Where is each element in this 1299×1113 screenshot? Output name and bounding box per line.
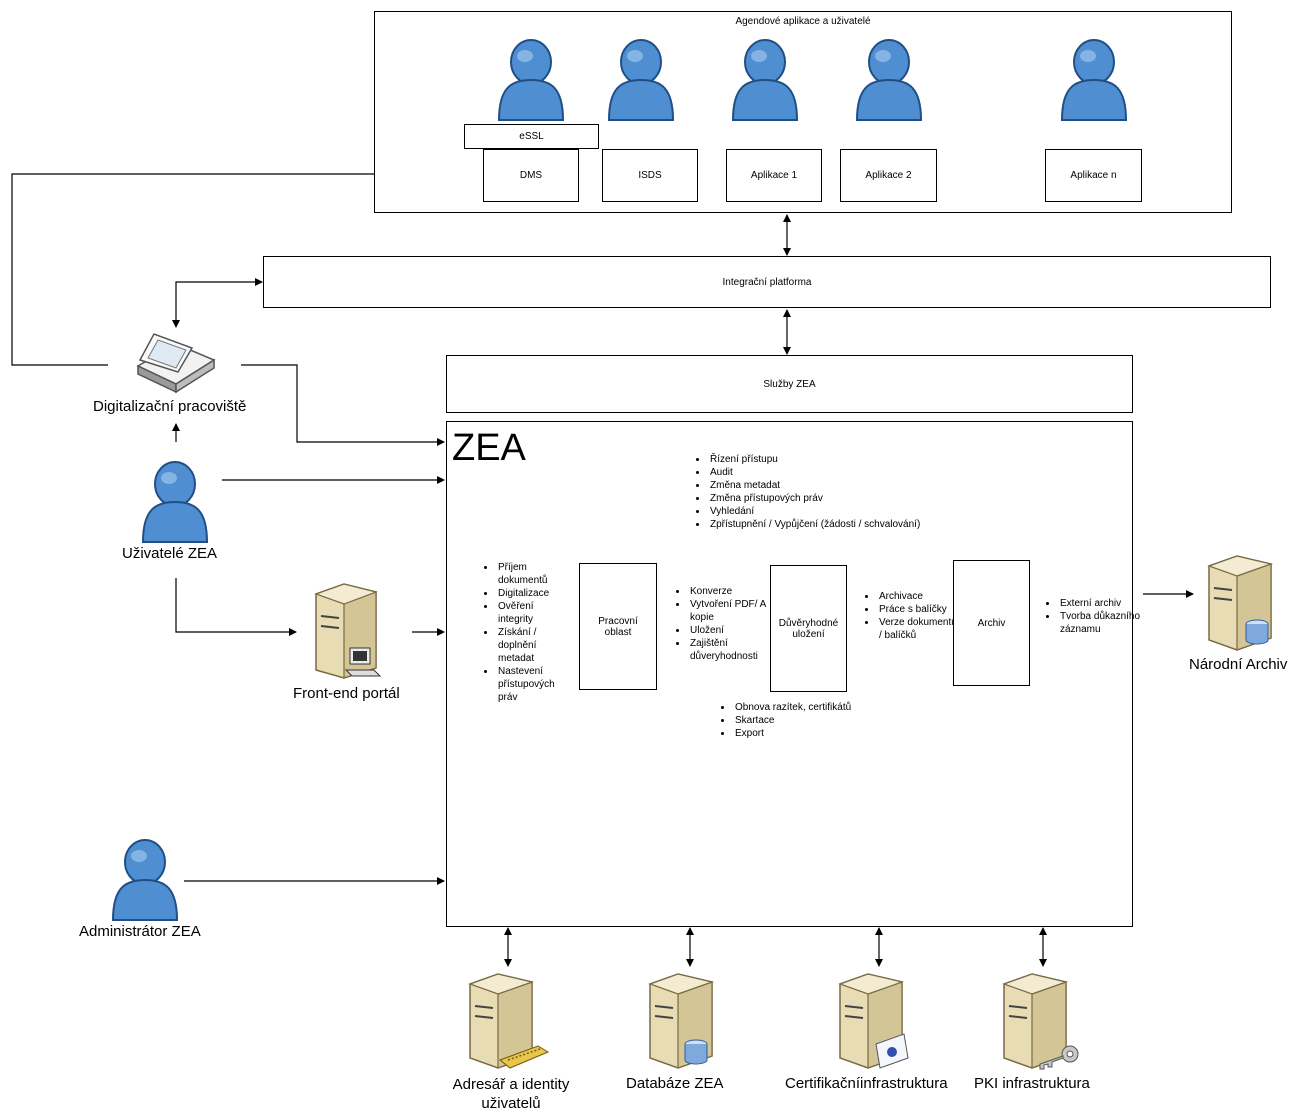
bullet-item: Externí archiv [1058,597,1150,610]
zea-services-label: Služby ZEA [763,378,816,390]
infra-label-directory: Adresář a identity uživatelů [452,1076,570,1112]
zea-maintenance-bullets: Obnova razítek, certifikátůSkartaceExpor… [711,701,851,740]
infra-label-certification: Certifikačníinfrastruktura [785,1075,948,1092]
bullet-item: Verze dokumentů / balíčků [877,616,957,642]
server-computer-icon [314,583,382,679]
bullet-item: Zpřístupnění / Vypůjčení (žádosti / schv… [708,518,920,531]
integration-platform-label: Integrační platforma [722,276,812,288]
person-icon [111,839,179,921]
essl-label: eSSL [519,131,544,142]
zea-services-box[interactable]: Služby ZEA [446,355,1133,413]
bullet-item: Vyhledání [708,505,920,518]
scanner-zea-connector [241,364,445,446]
person-icon [855,39,923,121]
essl-box[interactable]: eSSL [464,124,599,149]
bullet-item: Obnova razítek, certifikátů [733,701,851,714]
archive-box[interactable]: Archiv [953,560,1030,686]
bullet-item: Konverze [688,585,768,598]
digitization-workstation-label: Digitalizační pracoviště [93,398,247,415]
app-box-aplikace-2[interactable]: Aplikace 2 [840,149,937,202]
integration-platform-box[interactable]: Integrační platforma [263,256,1271,308]
app-box-dms[interactable]: DMS [483,149,579,202]
zea-access-bullets: Řízení přístupuAuditZměna metadatZměna p… [686,453,920,531]
bullet-item: Skartace [733,714,851,727]
trusted-storage-box[interactable]: Důvěryhodné uložení [770,565,847,692]
bullet-item: Zajištění důveryhodnosti [688,637,768,663]
bullet-item: Uložení [688,624,768,637]
bullet-item: Archivace [877,590,957,603]
person-icon [731,39,799,121]
work-area-box[interactable]: Pracovní oblast [579,563,657,690]
bullet-item: Příjem dokumentů [496,561,560,587]
app-box-aplikace-n[interactable]: Aplikace n [1045,149,1142,202]
bullet-item: Práce s balíčky [877,603,957,616]
zea-users-label: Uživatelé ZEA [122,545,218,562]
bullet-item: Nastevení přístupových práv [496,665,560,704]
database-server-icon [648,973,715,1069]
app-label: Aplikace 2 [865,170,912,181]
bullet-item: Řízení přístupu [708,453,920,466]
directory-server-icon [468,973,550,1069]
trusted-storage-bullets: ArchivacePráce s balíčkyVerze dokumentů … [855,590,957,642]
trusted-storage-label: Důvěryhodné uložení [778,617,839,640]
bullet-item: Export [733,727,851,740]
bullet-item: Audit [708,466,920,479]
users-frontend-connector [175,578,297,636]
pki-server-icon [1002,973,1079,1070]
app-label: Aplikace 1 [750,170,798,181]
work-area-label: Pracovní oblast [598,615,638,638]
zea-admin-label: Administrátor ZEA [79,923,201,940]
certificate-server-icon [838,973,909,1069]
scanner-integration-connector [172,278,263,328]
person-icon [607,39,675,121]
archive-label: Archiv [977,617,1006,629]
national-archive-label: Národní Archiv [1189,656,1288,673]
person-icon [1060,39,1128,121]
infra-label-database: Databáze ZEA [626,1075,724,1092]
bullet-item: Získání / doplnění metadat [496,626,560,665]
bullet-item: Změna metadat [708,479,920,492]
app-box-isds[interactable]: ISDS [602,149,698,202]
zea-intake-bullets: Příjem dokumentůDigitalizaceOvěření inte… [474,561,560,704]
bullet-item: Změna přístupových práv [708,492,920,505]
person-icon [497,39,565,121]
bullet-item: Vytvoření PDF/ A kopie [688,598,768,624]
app-box-aplikace-1[interactable]: Aplikace 1 [726,149,822,202]
agendas-title: Agendové aplikace a uživatelé [735,16,871,27]
work-area-bullets: KonverzeVytvoření PDF/ A kopieUloženíZaj… [666,585,768,663]
scanner-to-dms-connector [11,170,482,366]
scanner-icon [136,333,216,394]
app-label: ISDS [638,170,662,181]
zea-title: ZEA [452,427,526,469]
bullet-item: Ověření integrity [496,600,560,626]
archive-bullets: Externí archivTvorba důkazního záznamu [1036,597,1150,636]
bullet-item: Digitalizace [496,587,560,600]
app-label: DMS [519,170,543,181]
infra-label-pki: PKI infrastruktura [974,1075,1090,1092]
bullet-item: Tvorba důkazního záznamu [1058,610,1150,636]
database-server-icon [1207,555,1274,651]
person-icon [141,461,209,543]
app-label: Aplikace n [1070,170,1117,181]
frontend-portal-label: Front-end portál [293,685,400,702]
